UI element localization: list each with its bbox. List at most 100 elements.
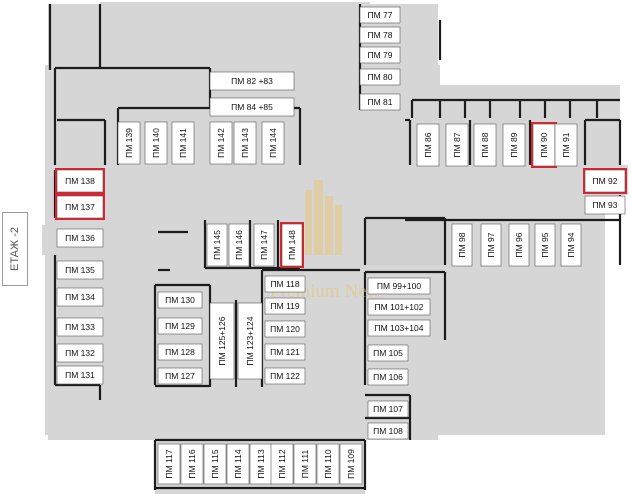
parking-spot-pm110[interactable]: ПМ 110 [316,443,340,485]
spot-label: ПМ 139 [124,128,134,158]
parking-spot-pm128[interactable]: ПМ 128 [157,343,203,361]
parking-spot-pm78[interactable]: ПМ 78 [359,26,401,44]
parking-spot-pm95[interactable]: ПМ 95 [534,223,556,267]
parking-spot-pm141[interactable]: ПМ 141 [171,121,195,165]
floor-area [42,225,56,255]
parking-spot-pm91[interactable]: ПМ 91 [554,123,578,167]
spot-label: ПМ 87 [452,132,462,157]
parking-spot-pm93[interactable]: ПМ 93 [584,195,626,215]
spot-label: ПМ 143 [240,128,250,158]
parking-spot-pm77[interactable]: ПМ 77 [359,6,401,24]
spot-label: ПМ 129 [165,321,195,331]
parking-spot-pm121[interactable]: ПМ 121 [264,343,306,361]
parking-spot-pm122[interactable]: ПМ 122 [264,367,306,385]
parking-spot-pm89[interactable]: ПМ 89 [502,123,526,167]
parking-spot-pm84-85[interactable]: ПМ 84 +85 [209,97,295,117]
spot-label: ПМ 84 +85 [231,102,273,112]
parking-spot-pm146[interactable]: ПМ 146 [228,223,250,267]
spot-box [157,291,203,309]
parking-spot-pm99-100[interactable]: ПМ 99+100 [367,277,431,295]
parking-spot-pm80[interactable]: ПМ 80 [359,68,401,86]
spot-box [502,123,526,167]
parking-spot-pm145[interactable]: ПМ 145 [206,223,228,267]
spot-label: ПМ 123+124 [245,316,255,365]
parking-spot-pm112[interactable]: ПМ 112 [270,443,294,485]
spot-label: ПМ 103+104 [375,323,424,333]
spot-box [367,368,409,386]
spot-label: ПМ 106 [373,372,403,382]
parking-spot-pm119[interactable]: ПМ 119 [264,297,306,315]
parking-spot-pm117[interactable]: ПМ 117 [157,443,181,485]
parking-spot-pm142[interactable]: ПМ 142 [209,121,233,165]
spot-label: ПМ 88 [480,132,490,157]
spot-label: ПМ 147 [259,230,269,260]
watermark-tower-2 [314,180,323,255]
spot-label: ПМ 118 [270,279,299,289]
parking-spot-pm114[interactable]: ПМ 114 [226,443,250,485]
spot-box [209,302,235,380]
parking-spot-pm101-102[interactable]: ПМ 101+102 [367,298,431,316]
parking-spot-pm133[interactable]: ПМ 133 [56,317,104,337]
spot-box [203,443,227,485]
parking-spot-pm109[interactable]: ПМ 109 [339,443,363,485]
parking-spot-pm137[interactable]: ПМ 137 [55,194,105,220]
spot-label: ПМ 80 [367,72,392,82]
spot-label: ПМ 79 [367,50,392,60]
parking-spot-pm113[interactable]: ПМ 113 [249,443,273,485]
spot-label: ПМ 137 [65,202,95,212]
parking-spot-pm139[interactable]: ПМ 139 [117,121,141,165]
spot-box [209,97,295,117]
parking-spot-pm131[interactable]: ПМ 131 [56,365,104,385]
spot-label: ПМ 120 [270,324,300,334]
spot-label: ПМ 125+126 [217,316,227,365]
parking-spot-pm90[interactable]: ПМ 90 [531,122,557,168]
parking-spot-pm82-83[interactable]: ПМ 82 +83 [209,71,295,91]
parking-spot-pm132[interactable]: ПМ 132 [56,343,104,363]
parking-spot-pm108[interactable]: ПМ 108 [367,422,409,440]
parking-spot-pm144[interactable]: ПМ 144 [261,121,285,165]
parking-spot-pm96[interactable]: ПМ 96 [508,223,530,267]
parking-spot-pm92[interactable]: ПМ 92 [583,168,627,194]
parking-spot-pm116[interactable]: ПМ 116 [180,443,204,485]
spot-box [508,223,530,267]
spot-box [416,123,440,167]
parking-spot-pm143[interactable]: ПМ 143 [233,121,257,165]
spot-label: ПМ 119 [270,301,299,311]
watermark-tower-4 [335,205,342,255]
parking-spot-pm98[interactable]: ПМ 98 [451,223,473,267]
parking-spot-pm103-104[interactable]: ПМ 103+104 [367,319,431,337]
parking-spot-pm127[interactable]: ПМ 127 [157,367,203,385]
spot-box [144,121,168,165]
parking-spot-pm94[interactable]: ПМ 94 [560,223,582,267]
parking-spot-pm135[interactable]: ПМ 135 [56,260,104,280]
parking-spot-pm134[interactable]: ПМ 134 [56,287,104,307]
parking-spot-pm106[interactable]: ПМ 106 [367,368,409,386]
parking-spot-pm120[interactable]: ПМ 120 [264,320,306,338]
parking-spot-pm129[interactable]: ПМ 129 [157,317,203,335]
parking-spot-pm81[interactable]: ПМ 81 [359,93,401,111]
spot-label: ПМ 132 [65,348,95,358]
parking-spot-pm147[interactable]: ПМ 147 [253,223,275,267]
parking-spot-pm107[interactable]: ПМ 107 [367,400,409,418]
spot-label: ПМ 93 [592,200,617,210]
spot-label: ПМ 122 [270,371,300,381]
watermark-tower-1 [305,190,312,255]
spot-box [367,422,409,440]
parking-spot-pm118[interactable]: ПМ 118 [264,275,306,293]
parking-spot-pm148[interactable]: ПМ 148 [280,222,304,268]
parking-spot-pm115[interactable]: ПМ 115 [203,443,227,485]
parking-spot-pm123-124[interactable]: ПМ 123+124 [237,302,263,380]
parking-spot-pm105[interactable]: ПМ 105 [367,344,409,362]
parking-spot-pm136[interactable]: ПМ 136 [56,228,104,248]
parking-spot-pm86[interactable]: ПМ 86 [416,123,440,167]
parking-spot-pm88[interactable]: ПМ 88 [473,123,497,167]
parking-spot-pm140[interactable]: ПМ 140 [144,121,168,165]
parking-spot-pm79[interactable]: ПМ 79 [359,46,401,64]
parking-spot-pm97[interactable]: ПМ 97 [480,223,502,267]
parking-spot-pm111[interactable]: ПМ 111 [293,443,317,485]
parking-spot-pm125-126[interactable]: ПМ 125+126 [209,302,235,380]
spot-label: ПМ 148 [287,230,297,260]
parking-spot-pm87[interactable]: ПМ 87 [445,123,469,167]
parking-spot-pm130[interactable]: ПМ 130 [157,291,203,309]
parking-spot-pm138[interactable]: ПМ 138 [55,168,105,194]
